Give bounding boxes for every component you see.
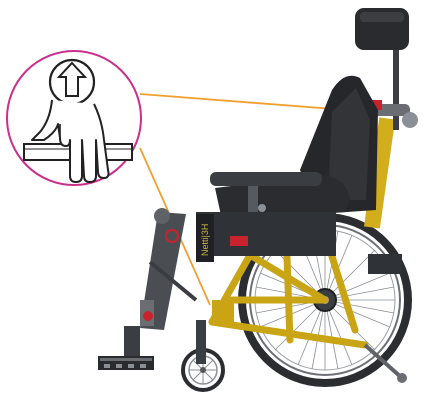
anti-tip (365, 254, 407, 383)
wheelchair: Netti|3H (98, 8, 418, 390)
brand-label: Netti|3H (200, 224, 210, 256)
front-caster (183, 320, 223, 390)
headrest-post (393, 40, 399, 130)
callout-circle (7, 51, 141, 185)
footplate (98, 356, 154, 370)
leg-rest (124, 208, 196, 364)
